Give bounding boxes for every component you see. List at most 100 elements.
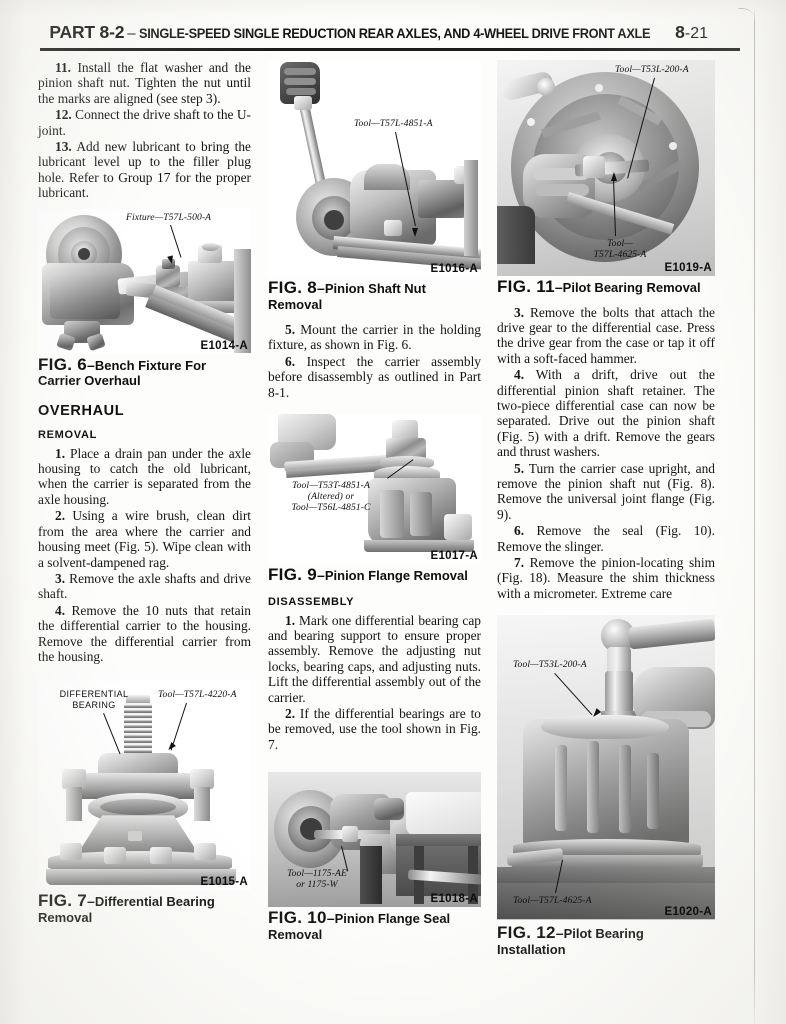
figure-6-code: E1014-A [200,339,248,352]
figure-11: Tool—T53L-200-A Tool— T57L-4625-A E1019-… [497,60,715,296]
figure-11-image: Tool—T53L-200-A Tool— T57L-4625-A E1019-… [497,60,715,276]
figure-6-image: Fixture—T57L-500-A E1014-A [38,208,251,354]
figure-10: Tool—1175-AE or 1175-W E1018-A FIG. 10–P… [268,772,481,942]
page-edge-line [754,8,755,1024]
page-header: PART 8-2 – SINGLE-SPEED SINGLE REDUCTION… [48,22,708,52]
figure-7-caption-text: Differential Bearing Removal [38,894,215,925]
figure-7-caption-dash: – [87,893,95,910]
figure-9-tool-callout: Tool—T53T-4851-A (Altered) or Tool—T56L-… [291,480,371,514]
differential-bearing-puller-illustration [38,681,251,890]
paragraph: 5. Turn the carrier case upright, and re… [497,460,715,522]
page-number: 8-21 [675,22,708,43]
step-number: 4. [514,367,525,383]
bench-fixture-illustration [38,209,251,354]
figure-7-caption: FIG. 7–Differential Bearing Removal [38,892,251,925]
figure-12-caption-text: Pilot Bearing Installation [497,926,644,957]
figure-10-caption: FIG. 10–Pinion Flange Seal Removal [268,908,481,942]
figure-6-caption: FIG. 6–Bench Fixture For Carrier Overhau… [38,354,251,389]
figure-10-tool-callout: Tool—1175-AE or 1175-W [287,868,347,891]
paragraph: 4. With a drift, drive out the different… [497,367,715,460]
step-number: 6. [285,353,296,369]
figure-7-tool-callout: Tool—T57L-4220-A [158,689,237,701]
figure-12-caption: FIG. 12–Pilot Bearing Installation [497,923,715,957]
figure-12-code: E1020-A [664,906,712,919]
section-heading-overhaul: OVERHAUL [38,402,125,419]
figure-11-code: E1019-A [664,262,712,274]
pinion-flange-removal-illustration [268,414,481,564]
figure-9-caption: FIG. 9–Pinion Flange Removal [268,565,481,585]
figure-8-tool-callout: Tool—T57L-4851-A [354,118,433,129]
figure-11-number: FIG. 11 [497,277,555,296]
figure-12-image: Tool—T53L-200-A Tool—T57L-4625-A E1020-A [497,615,715,921]
figure-8-image: Tool—T57L-4851-A E1016-A [268,60,481,277]
figure-8-caption-dash: – [317,280,325,296]
left-column: 11. Install the flat washer and the pini… [38,60,251,925]
step-number: 6. [514,523,525,539]
figure-9-image: Tool—T53T-4851-A (Altered) or Tool—T56L-… [268,414,481,565]
subsection-heading-disassembly: DISASSEMBLY [268,595,355,608]
step-number: 13. [55,139,72,155]
figure-6-number: FIG. 6 [38,354,88,374]
page-number-chapter: 8 [675,22,685,42]
figure-12-number: FIG. 12 [497,923,556,943]
step-number: 12. [55,107,72,123]
pilot-bearing-removal-illustration [497,60,715,276]
figure-11-tool-callout-bottom: Tool— T57L-4625-A [593,238,647,260]
paragraph: 7. Remove the pinion-locating shim (Fig.… [497,555,715,601]
figure-12-caption-dash: – [555,925,564,942]
figure-8-code: E1016-A [430,263,478,275]
header-part-label: PART 8-2 [49,22,125,42]
figure-11-caption-text: Pilot Bearing Removal [562,280,701,295]
figure-10-caption-text: Pinion Flange Seal Removal [268,911,451,942]
figure-8-arrowhead [412,228,418,237]
step-number: 11. [55,60,71,75]
figure-10-number: FIG. 10 [268,908,327,928]
figure-9: Tool—T53T-4851-A (Altered) or Tool—T56L-… [268,414,481,584]
paragraph: 1. Place a drain pan under the axle hous… [38,445,251,507]
paragraph: 4. Remove the 10 nuts that retain the di… [38,602,251,664]
figure-7-part-callout: DIFFERENTIAL BEARING [59,689,129,710]
paragraph: 3. Remove the axle shafts and drive shaf… [38,570,251,602]
step-number: 2. [55,508,66,524]
header-title: SINGLE-SPEED SINGLE REDUCTION REAR AXLES… [138,26,651,42]
figure-7: DIFFERENTIAL BEARING Tool—T57L-4220-A E1… [38,681,251,925]
paragraph: 3. Remove the bolts that attach the driv… [497,304,715,366]
figure-8: Tool—T57L-4851-A E1016-A FIG. 8–Pinion S… [268,60,481,312]
figure-8-caption: FIG. 8–Pinion Shaft Nut Removal [268,278,481,312]
header-rule [40,48,740,51]
right-column: Tool—T53L-200-A Tool— T57L-4625-A E1019-… [497,60,715,957]
pinion-flange-seal-removal-illustration [268,772,481,908]
step-number: 2. [285,705,296,721]
paragraph: 6. Inspect the carrier assembly before d… [268,353,481,400]
figure-7-code: E1015-A [200,876,248,889]
figure-6: Fixture—T57L-500-A E1014-A FIG. 6–Bench … [38,208,251,389]
figure-11-caption: FIG. 11–Pilot Bearing Removal [497,277,715,296]
step-number: 5. [514,460,525,476]
step-number: 4. [55,602,66,618]
header-dash: – [127,25,136,42]
figure-10-caption-dash: – [326,910,335,927]
figure-12-tool-callout-bottom: Tool—T57L-4625-A [513,895,592,907]
paragraph: 6. Remove the seal (Fig. 10). Remove the… [497,523,715,554]
figure-9-number: FIG. 9 [268,565,318,585]
page-number-suffix: -21 [684,25,708,42]
figure-10-image: Tool—1175-AE or 1175-W E1018-A [268,772,481,908]
figure-9-caption-dash: – [317,567,325,584]
step-number: 3. [514,304,525,320]
figure-8-caption-text: Pinion Shaft Nut Removal [268,281,426,312]
pinion-shaft-nut-removal-illustration [268,60,481,277]
figure-7-image: DIFFERENTIAL BEARING Tool—T57L-4220-A E1… [38,681,251,891]
figure-9-code: E1017-A [430,550,478,563]
step-number: 5. [285,322,296,337]
pilot-bearing-installation-illustration [497,615,715,921]
figure-12-tool-callout-top: Tool—T53L-200-A [513,659,587,671]
figure-10-code: E1018-A [430,893,478,906]
figure-11-caption-dash: – [554,279,563,295]
figure-11-tool-callout-top: Tool—T53L-200-A [615,64,689,75]
paragraph: 2. If the differential bearings are to b… [268,705,481,752]
step-number: 1. [285,612,296,628]
figure-8-number: FIG. 8 [268,278,318,297]
subsection-heading-removal: REMOVAL [38,428,98,441]
step-number: 7. [514,555,525,570]
